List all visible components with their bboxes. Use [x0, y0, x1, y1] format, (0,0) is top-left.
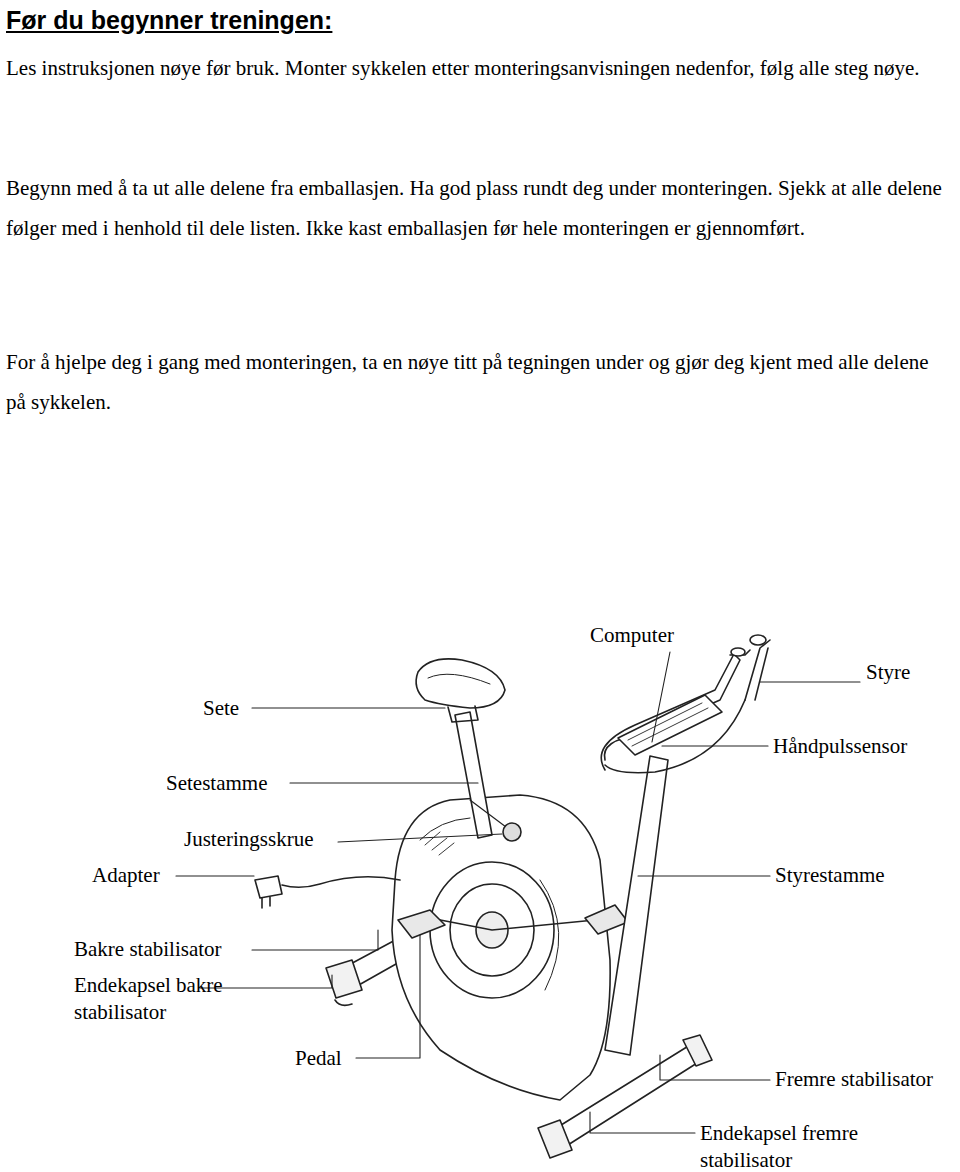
- part-label: Pedal: [295, 1045, 342, 1072]
- part-label: Computer: [590, 622, 674, 649]
- paragraph: Begynn med å ta ut alle delene fra embal…: [6, 168, 951, 248]
- part-label: Endekapsel bakre stabilisator: [74, 972, 259, 1026]
- part-label: Justeringsskrue: [184, 826, 314, 853]
- part-label: Styrestamme: [775, 862, 885, 889]
- part-label: Håndpulssensor: [773, 733, 907, 760]
- paragraph: Les instruksjonen nøye før bruk. Monter …: [6, 48, 951, 88]
- part-label: Endekapsel fremre stabilisator: [700, 1120, 900, 1172]
- page-heading: Før du begynner treningen:: [6, 6, 946, 35]
- part-label: Fremre stabilisator: [775, 1066, 933, 1093]
- paragraph: For å hjelpe deg i gang med monteringen,…: [6, 342, 951, 422]
- part-label: Setestamme: [166, 770, 267, 797]
- part-label: Bakre stabilisator: [74, 936, 222, 963]
- part-label: Sete: [203, 695, 239, 722]
- part-label: Adapter: [92, 862, 160, 889]
- part-label: Styre: [866, 659, 910, 686]
